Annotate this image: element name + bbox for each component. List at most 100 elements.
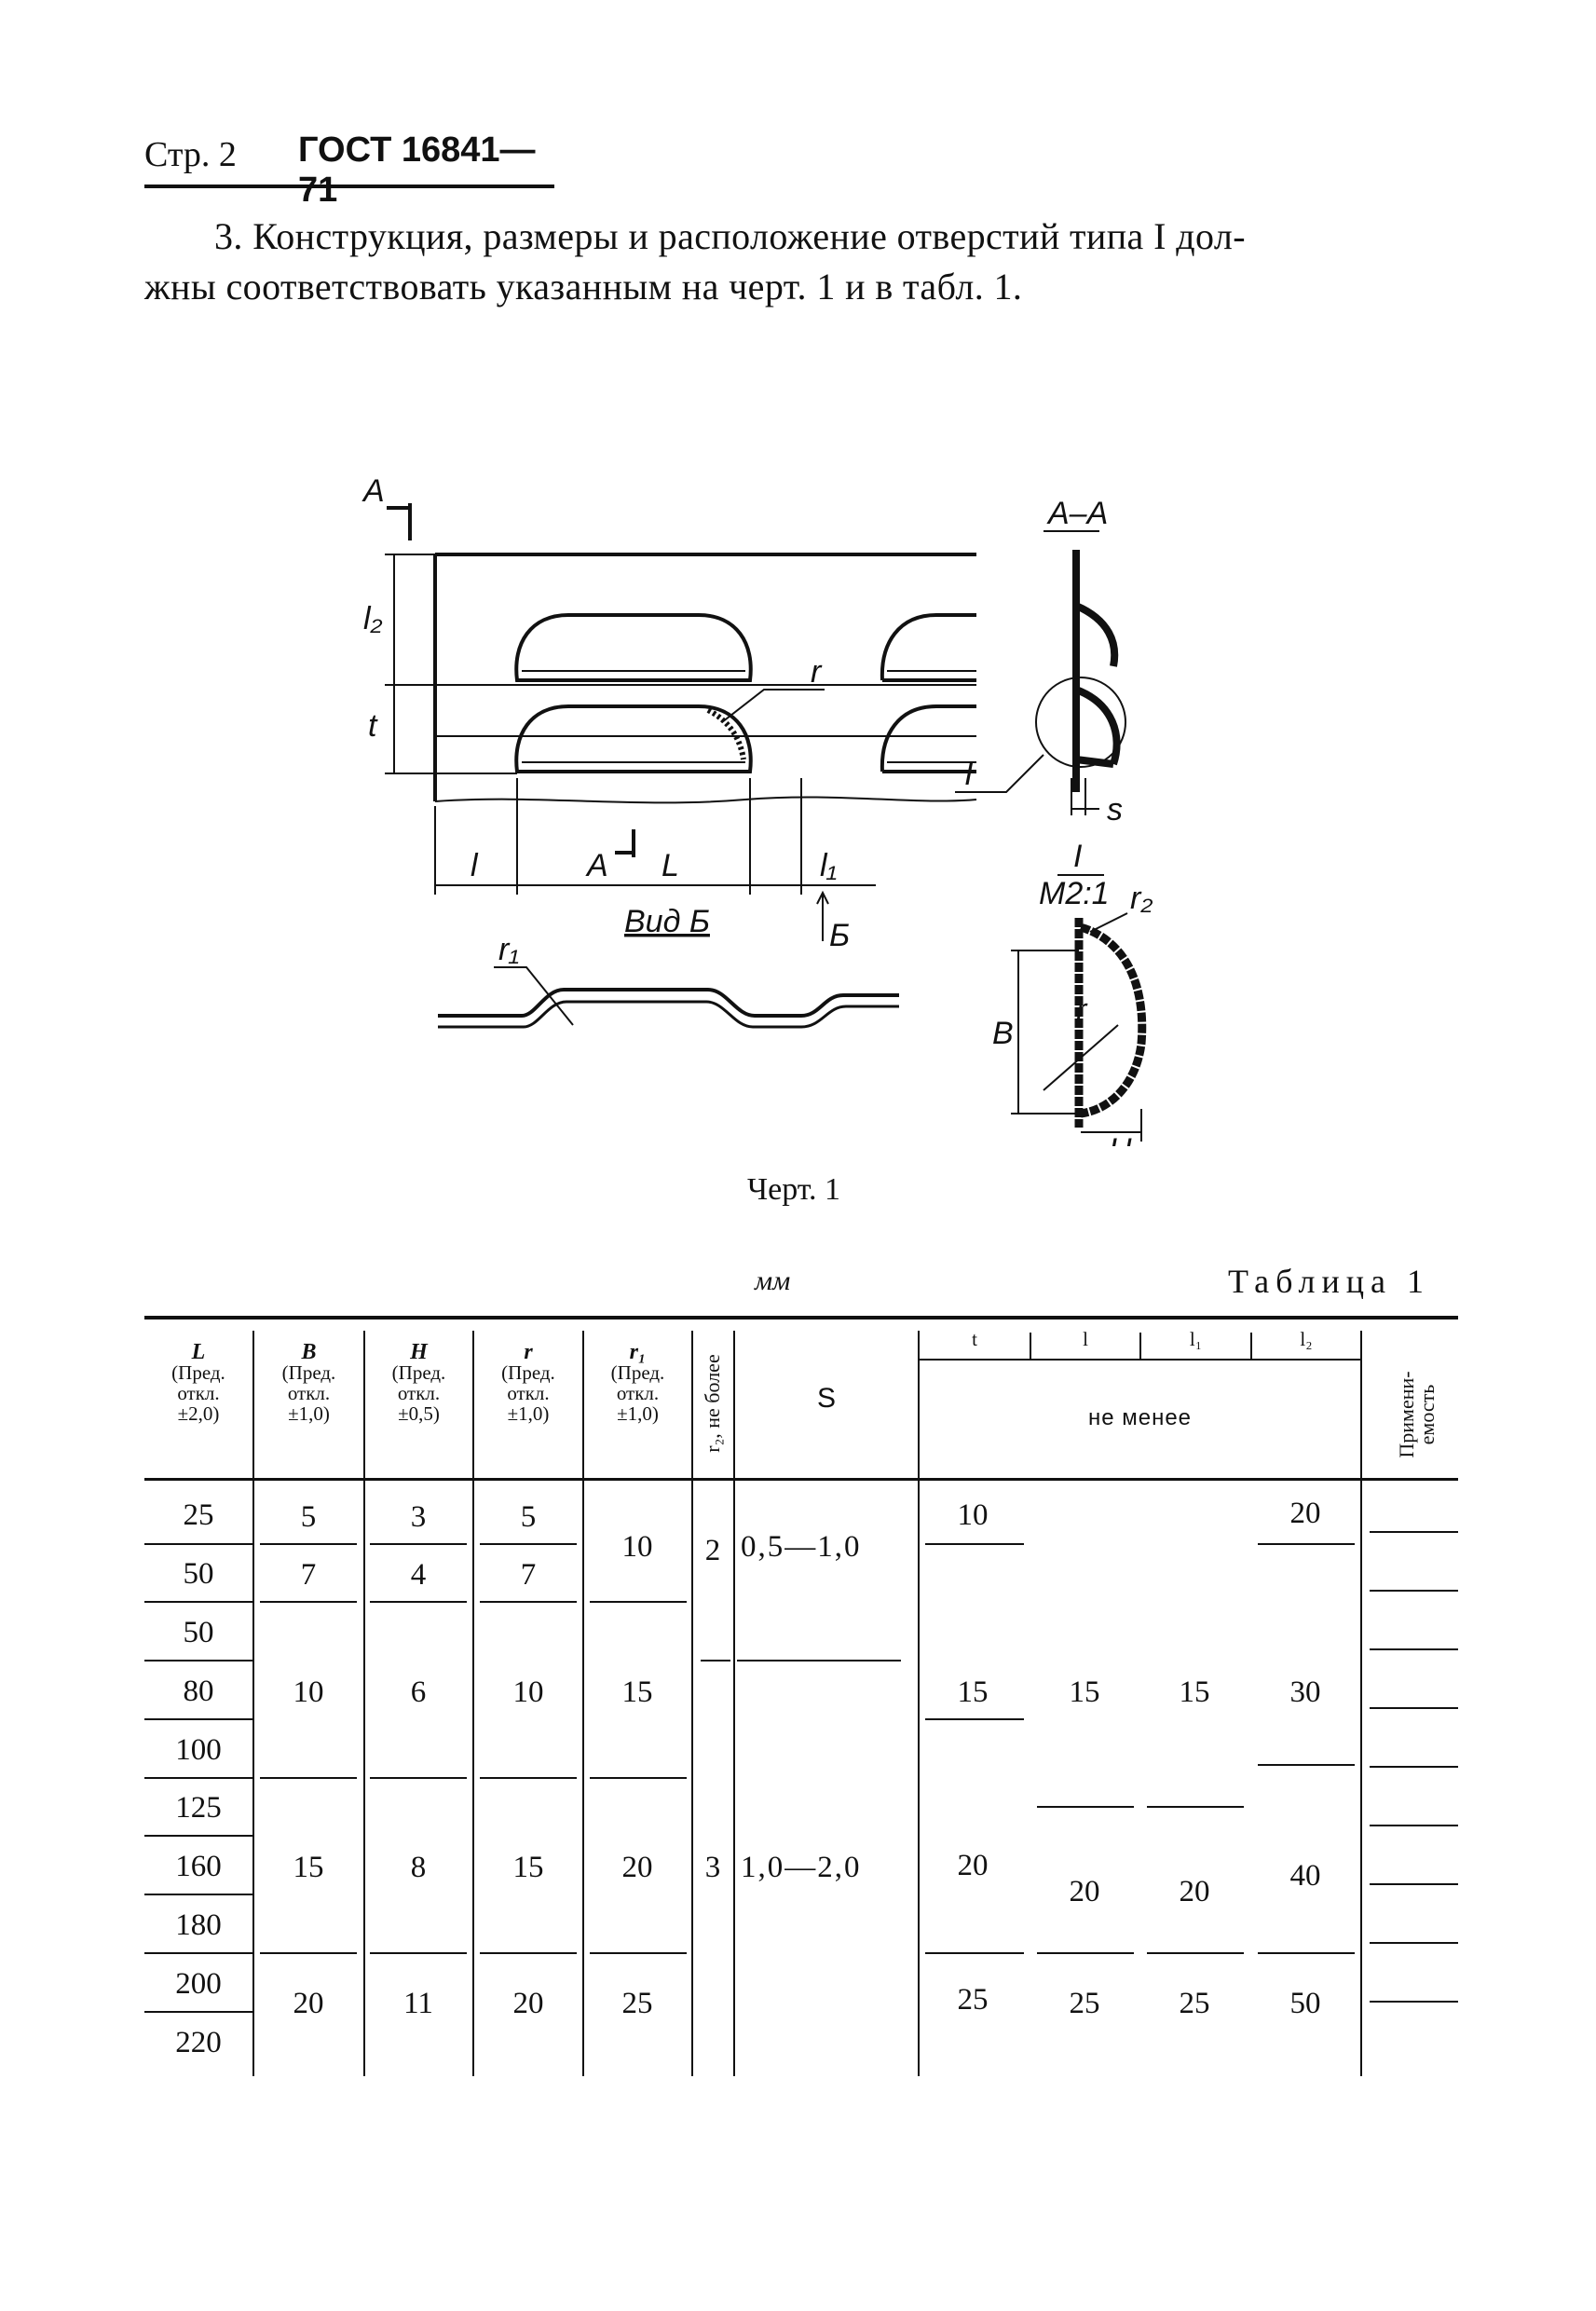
header-H-symbol: H <box>410 1340 428 1364</box>
col-rule <box>472 1331 474 2076</box>
cell-L: 50 <box>183 1557 214 1591</box>
cell-t: 10 <box>957 1498 989 1532</box>
louvre-3 <box>514 704 753 773</box>
table-header-rule <box>144 1478 1458 1481</box>
louvre-2 <box>880 613 976 682</box>
cell-r1: 25 <box>621 1987 653 2020</box>
row-rule <box>144 1952 252 1954</box>
row-rule <box>370 1952 467 1954</box>
r-leader <box>721 689 825 723</box>
col-rule <box>252 1331 254 2076</box>
header-B-line: откл. <box>287 1382 331 1404</box>
detail-i-circle <box>1035 677 1126 768</box>
row-rule <box>1370 1825 1458 1826</box>
r1-leader <box>494 966 574 1026</box>
page-number: Стр. 2 <box>144 135 237 174</box>
cell-H: 8 <box>410 1851 427 1884</box>
cell-L: 125 <box>175 1791 222 1825</box>
header-L-line: ±2,0) <box>177 1402 220 1425</box>
col-rule <box>733 1331 735 2076</box>
detail-i-leader <box>955 754 1044 793</box>
label-l1: l₁ <box>820 848 837 883</box>
dim-b-detail <box>1011 950 1079 1114</box>
label-section-a-top: А <box>361 473 385 509</box>
cell-r: 7 <box>520 1558 537 1592</box>
table-top-rule <box>144 1316 1458 1320</box>
louvre-1 <box>514 613 753 682</box>
cell-L: 200 <box>175 1967 222 2001</box>
header-t: t <box>972 1328 977 1350</box>
header-subdivider <box>1139 1333 1141 1359</box>
row-rule <box>1258 1543 1355 1545</box>
cell-B: 20 <box>293 1987 324 2020</box>
cell-r2: 3 <box>704 1851 721 1884</box>
row-rule <box>701 1660 730 1661</box>
header-min: не менее <box>1087 1405 1193 1430</box>
cell-l2: 20 <box>1289 1497 1321 1530</box>
header-S: S <box>816 1383 836 1414</box>
row-rule <box>1370 1942 1458 1944</box>
cell-L: 50 <box>183 1616 214 1649</box>
label-L: L <box>662 848 679 883</box>
row-rule <box>144 1601 252 1603</box>
label-t: t <box>368 708 378 744</box>
cell-H: 3 <box>410 1500 427 1534</box>
dim-bottom <box>434 778 876 895</box>
label-detail-i: I <box>964 757 974 792</box>
table-units: мм <box>755 1265 791 1296</box>
header-H: H (Пред. откл. ±0,5) <box>365 1340 472 1424</box>
row-rule <box>1037 1952 1134 1954</box>
row-rule <box>480 1543 577 1545</box>
row-rule <box>480 1601 577 1603</box>
row-rule <box>260 1543 357 1545</box>
label-section-aa: А–А <box>1046 496 1108 531</box>
header-B-symbol: B <box>301 1340 317 1364</box>
section-a-bottom-mark <box>615 829 635 857</box>
cell-H: 6 <box>410 1675 427 1709</box>
row-rule <box>144 2011 252 2013</box>
cell-l1: 20 <box>1179 1875 1210 1908</box>
dim-t <box>385 685 517 774</box>
cell-r1: 15 <box>621 1675 653 1709</box>
row-rule <box>1370 1648 1458 1650</box>
page-header: Стр. 2 ГОСТ 16841—71 <box>144 130 554 210</box>
header-H-line: (Пред. <box>391 1361 446 1384</box>
section-a-top-mark <box>387 503 412 540</box>
cell-l: 25 <box>1069 1987 1100 2020</box>
table-title: Таблица 1 <box>1228 1263 1430 1300</box>
cell-B: 5 <box>300 1500 317 1534</box>
row-rule <box>1370 1707 1458 1709</box>
row-rule <box>925 1543 1024 1545</box>
cell-r: 20 <box>512 1987 544 2020</box>
row-rule <box>370 1543 467 1545</box>
plate-break-line <box>434 796 977 804</box>
row-rule <box>1370 1766 1458 1768</box>
detail-profile <box>1074 918 1147 1128</box>
cell-L: 220 <box>175 2026 222 2059</box>
col-rule <box>918 1331 920 2076</box>
header-B-line: ±1,0) <box>288 1402 330 1425</box>
cell-B: 7 <box>300 1558 317 1592</box>
header-subrule <box>918 1359 1360 1361</box>
cell-L: 160 <box>175 1850 222 1883</box>
row-rule <box>144 1660 252 1661</box>
dimensions-table: L (Пред. откл. ±2,0) B (Пред. откл. ±1,0… <box>144 1303 1458 2076</box>
dim-h-detail <box>1081 1109 1142 1142</box>
row-rule <box>480 1777 577 1779</box>
row-rule <box>1147 1952 1244 1954</box>
cell-r2: 2 <box>704 1534 721 1567</box>
dim-s <box>1071 778 1099 815</box>
row-rule <box>144 1835 252 1837</box>
col-rule <box>691 1331 693 2076</box>
label-detail-scale-num: I <box>1073 839 1083 874</box>
cell-r: 10 <box>512 1675 544 1709</box>
row-rule <box>1258 1952 1355 1954</box>
row-rule <box>925 1952 1024 1954</box>
cell-r1: 10 <box>621 1530 653 1564</box>
header-H-line: откл. <box>397 1382 441 1404</box>
label-s: s <box>1107 792 1123 827</box>
row-rule <box>590 1952 687 1954</box>
cell-S: 0,5—1,0 <box>741 1530 862 1564</box>
header-r1-line: ±1,0) <box>617 1402 659 1425</box>
row-rule <box>1258 1764 1355 1766</box>
